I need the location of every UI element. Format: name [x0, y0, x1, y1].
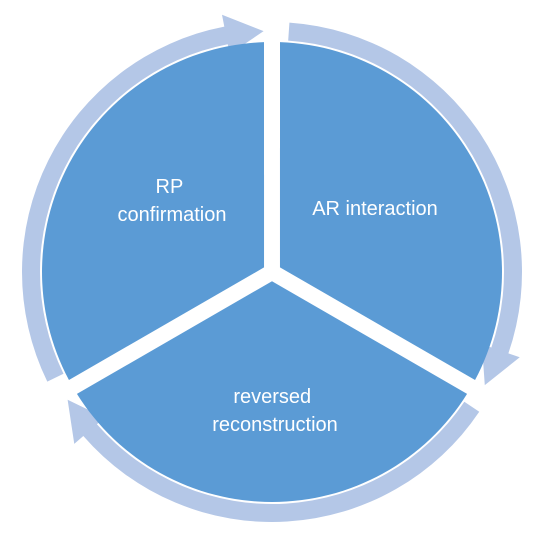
- segment-rp-confirmation: [42, 42, 265, 380]
- label-rp-confirmation-line-2: confirmation: [118, 204, 227, 226]
- label-ar-interaction: AR interaction: [312, 198, 438, 220]
- label-reversed-reconstruction: reversed reconstruction: [212, 386, 338, 436]
- cycle-arrow-2: [67, 399, 480, 523]
- label-ar-interaction-line-1: AR interaction: [312, 198, 438, 220]
- segment-reversed-reconstruction: [76, 281, 468, 503]
- cycle-arrow-3: [21, 14, 264, 382]
- label-rp-confirmation: RP confirmation: [118, 176, 227, 226]
- pie-segments: [42, 42, 502, 503]
- label-reversed-reconstruction-line-2: reconstruction: [212, 414, 338, 436]
- cycle-arrow-1: [288, 22, 522, 386]
- label-rp-confirmation-line-1: RP: [156, 176, 183, 198]
- label-reversed-reconstruction-line-1: reversed: [233, 386, 311, 408]
- cycle-arrow-ring: [21, 14, 522, 523]
- segment-ar-interaction: [279, 42, 502, 380]
- segment-labels: AR interaction reversed reconstruction R…: [118, 176, 438, 436]
